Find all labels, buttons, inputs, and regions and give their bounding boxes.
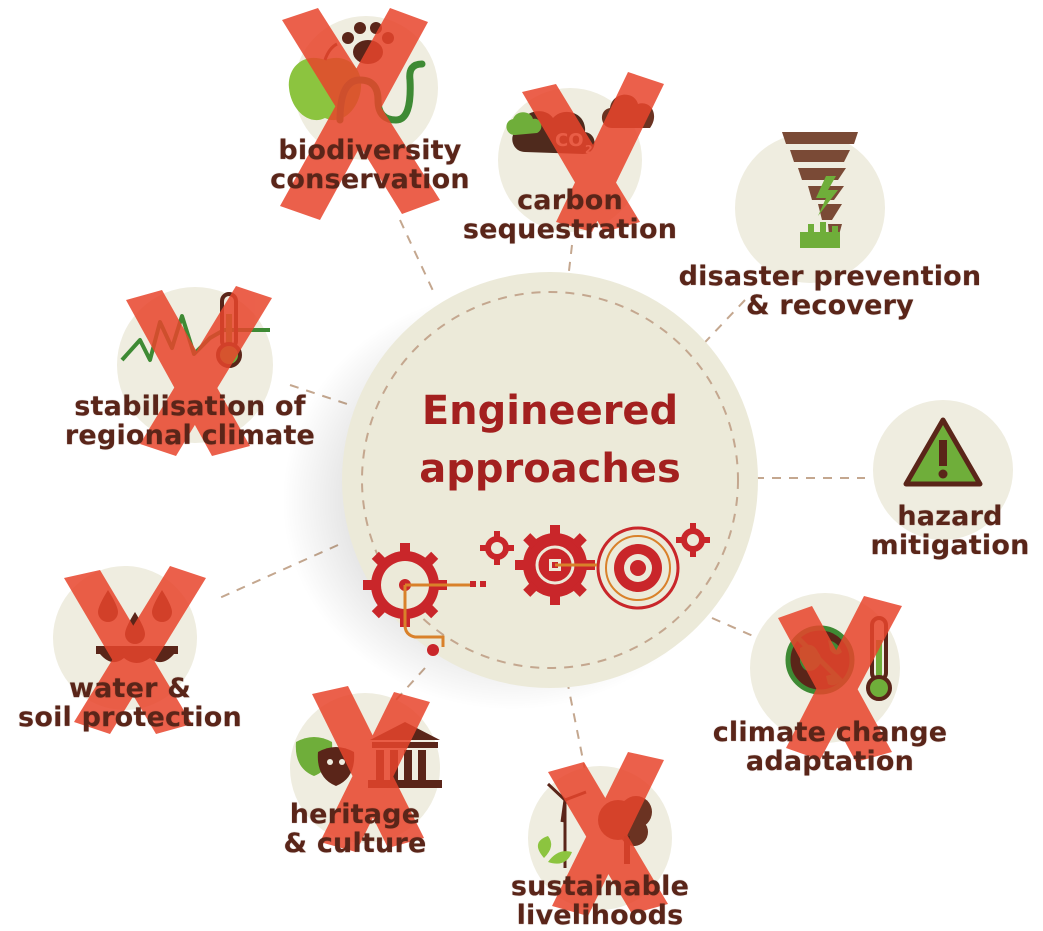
sprout-icon — [537, 836, 572, 864]
label-line: soil protection — [18, 702, 242, 733]
cross-mark — [280, 8, 440, 220]
cross-mark — [126, 286, 272, 456]
label-line: hazard — [897, 501, 1003, 532]
label-line: livelihoods — [516, 900, 684, 931]
label-line: regional climate — [64, 420, 316, 451]
center-title-line2: approaches — [419, 446, 681, 492]
label-water-soil: water & soil protection — [0, 674, 260, 732]
label-line: climate change — [712, 717, 948, 748]
label-disaster: disaster prevention & recovery — [660, 262, 1000, 320]
label-biodiversity: biodiversity conservation — [220, 136, 520, 194]
label-heritage: heritage & culture — [255, 800, 455, 858]
label-regional-climate: stabilisation of regional climate — [40, 392, 340, 450]
node-climate-adapt — [750, 593, 902, 762]
label-line: & recovery — [746, 290, 914, 321]
label-line: adaptation — [745, 746, 915, 777]
node-carbon: CO 2 — [498, 72, 664, 232]
badge-circle — [735, 133, 885, 283]
label-climate-adapt: climate change adaptation — [700, 718, 960, 776]
label-carbon: carbon sequestration — [440, 186, 700, 244]
node-biodiversity — [280, 8, 440, 220]
node-water-soil — [53, 566, 206, 734]
label-livelihoods: sustainable livelihoods — [480, 872, 720, 930]
label-line: carbon — [517, 185, 623, 216]
node-heritage — [290, 686, 442, 852]
center-title-line1: Engineered — [421, 388, 679, 434]
center-hub — [282, 272, 758, 710]
cross-mark — [522, 72, 664, 232]
label-line: heritage — [289, 799, 421, 830]
label-line: water & — [68, 673, 192, 704]
label-line: sequestration — [462, 214, 678, 245]
label-line: stabilisation of — [74, 391, 306, 422]
label-line: biodiversity — [278, 135, 462, 166]
node-disaster — [735, 132, 885, 283]
node-hazard — [873, 400, 1013, 540]
cross-mark — [312, 686, 430, 852]
lightning-icon — [816, 176, 838, 216]
cross-mark — [64, 566, 206, 734]
cross-mark — [778, 596, 902, 762]
label-line: disaster prevention — [678, 261, 982, 292]
gears-icon — [363, 523, 710, 656]
center-title: Engineered approaches — [370, 382, 730, 498]
label-line: mitigation — [870, 530, 1030, 561]
label-line: & culture — [283, 828, 427, 859]
label-hazard: hazard mitigation — [860, 502, 1040, 560]
warning-icon — [903, 417, 983, 487]
node-regional-climate — [117, 286, 273, 456]
label-line: conservation — [270, 164, 470, 195]
cross-mark — [548, 752, 668, 916]
node-livelihoods — [528, 752, 672, 916]
label-line: sustainable — [510, 871, 690, 902]
building-icon — [800, 222, 840, 248]
